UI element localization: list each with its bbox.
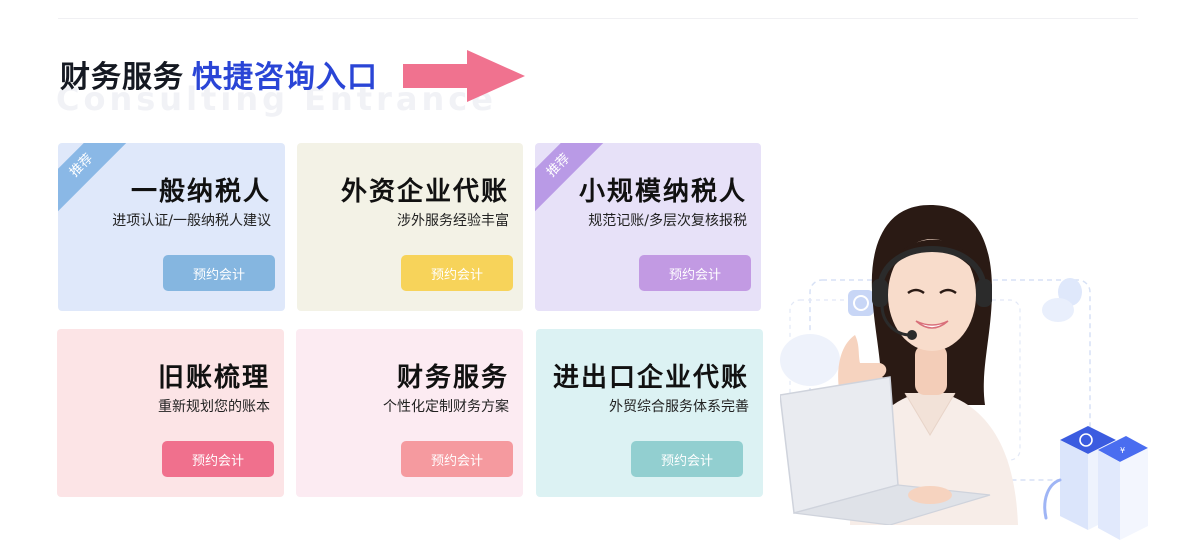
card-description: 个性化定制财务方案 <box>383 399 509 415</box>
card-description: 外贸综合服务体系完善 <box>609 399 749 415</box>
card-title: 财务服务 <box>396 363 509 393</box>
card-description: 进项认证/一般纳税人建议 <box>112 213 271 229</box>
card-foreign-enterprise-bookkeeping: 外资企业代账 涉外服务经验丰富 预约会计 <box>297 143 523 311</box>
section-title-accent: 快捷咨询入口 <box>192 60 378 95</box>
ribbon-label: 推荐 <box>67 151 97 181</box>
recommended-ribbon: 推荐 <box>58 143 136 220</box>
card-title: 旧账梳理 <box>157 363 270 393</box>
svg-text:¥: ¥ <box>1120 446 1125 455</box>
card-title: 外资企业代账 <box>340 177 509 207</box>
card-description: 重新规划您的账本 <box>158 399 270 415</box>
card-import-export-bookkeeping: 进出口企业代账 外贸综合服务体系完善 预约会计 <box>536 329 763 497</box>
book-accountant-button[interactable]: 预约会计 <box>639 255 751 291</box>
arrow-right-icon <box>403 50 525 102</box>
card-general-taxpayer: 推荐 一般纳税人 进项认证/一般纳税人建议 预约会计 <box>58 143 285 311</box>
card-financial-services: 财务服务 个性化定制财务方案 预约会计 <box>296 329 523 497</box>
card-old-account-sorting: 旧账梳理 重新规划您的账本 预约会计 <box>57 329 284 497</box>
card-small-scale-taxpayer: 推荐 小规模纳税人 规范记账/多层次复核报税 预约会计 <box>535 143 761 311</box>
card-title: 小规模纳税人 <box>578 177 747 207</box>
section-title: 财务服务快捷咨询入口 <box>60 52 378 96</box>
customer-service-agent-illustration <box>780 205 1018 525</box>
isometric-blocks-icon: ¥ <box>1043 426 1148 540</box>
top-divider <box>58 18 1138 19</box>
book-accountant-button[interactable]: 预约会计 <box>162 441 274 477</box>
card-description: 涉外服务经验丰富 <box>397 213 509 229</box>
card-description: 规范记账/多层次复核报税 <box>588 213 747 229</box>
section-heading: 财务服务快捷咨询入口 <box>60 52 378 96</box>
book-accountant-button[interactable]: 预约会计 <box>401 441 513 477</box>
card-title: 进出口企业代账 <box>552 363 749 393</box>
book-accountant-button[interactable]: 预约会计 <box>401 255 513 291</box>
section-title-main: 财务服务 <box>60 60 184 95</box>
book-accountant-button[interactable]: 预约会计 <box>631 441 743 477</box>
book-accountant-button[interactable]: 预约会计 <box>163 255 275 291</box>
ribbon-label: 推荐 <box>544 151 574 181</box>
card-title: 一般纳税人 <box>130 177 271 207</box>
